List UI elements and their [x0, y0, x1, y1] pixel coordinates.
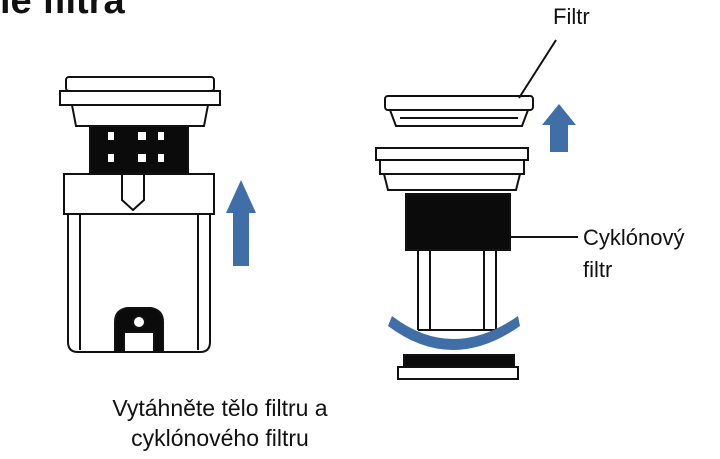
label-filter: Filtr: [553, 4, 590, 30]
base-plate-top: [404, 355, 514, 367]
label-cyclone-line1: Cyklónový: [583, 225, 684, 251]
caption-line2: cyklónového filtru: [100, 423, 340, 453]
cyclone-cap-ring: [384, 174, 520, 190]
caption: Vytáhněte tělo filtru a cyklónového filt…: [100, 393, 340, 453]
left-cap-ring: [72, 105, 208, 126]
cyclone-cap-top: [376, 148, 528, 160]
caption-line1: Vytáhněte tělo filtru a: [100, 393, 340, 423]
cyclone-filter-mesh: [406, 194, 510, 250]
left-body-upper: [64, 174, 214, 214]
cyclone-cap-band: [380, 160, 524, 174]
filter-leader-line: [519, 40, 556, 98]
filter-cap-top: [385, 96, 533, 110]
base-plate: [398, 367, 518, 379]
up-arrow-icon: [542, 104, 576, 152]
disassembled-filter-unit: [376, 96, 533, 379]
up-arrow-icon: [226, 180, 256, 266]
left-top-cap: [66, 77, 214, 91]
left-cap-band: [60, 91, 220, 105]
assembled-filter-unit: [60, 77, 220, 352]
label-cyclone-line2: filtr: [583, 257, 612, 283]
rotate-arrow-icon: [388, 316, 520, 350]
